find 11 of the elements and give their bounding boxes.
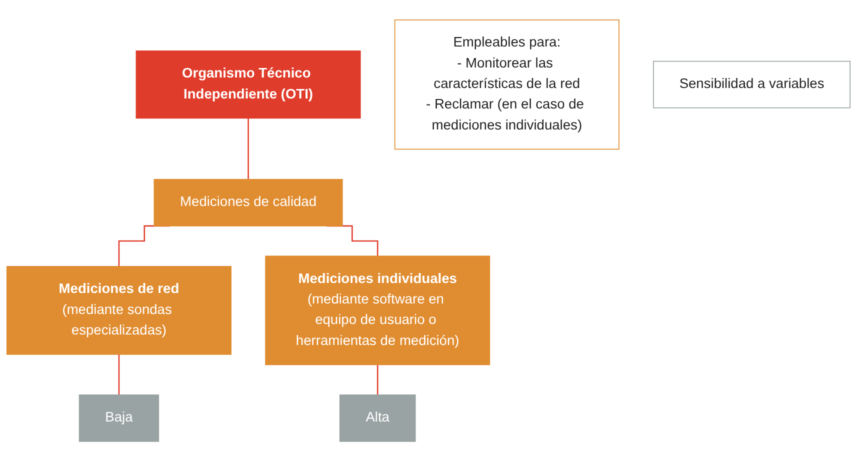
connector bbox=[118, 354, 120, 396]
node-box: Sensibilidad a variables bbox=[653, 61, 851, 109]
node-box: Empleables para: - Monitorear las características de la red - Reclamar (en el caso de mediciones individuales) bbox=[394, 20, 620, 150]
node-box: Mediciones de red (mediante sondas especializadas) bbox=[6, 266, 232, 356]
node-box: Mediciones de calidad bbox=[154, 179, 343, 227]
node-box: Mediciones individuales (mediante software en equipo de usuario o herramientas de medición) bbox=[265, 256, 490, 366]
connector bbox=[248, 118, 249, 180]
node-box: Organismo Técnico Independiente (OTI) bbox=[136, 50, 361, 119]
node-box: Baja bbox=[78, 394, 160, 442]
connector bbox=[376, 364, 378, 396]
node-box: Alta bbox=[339, 394, 416, 442]
